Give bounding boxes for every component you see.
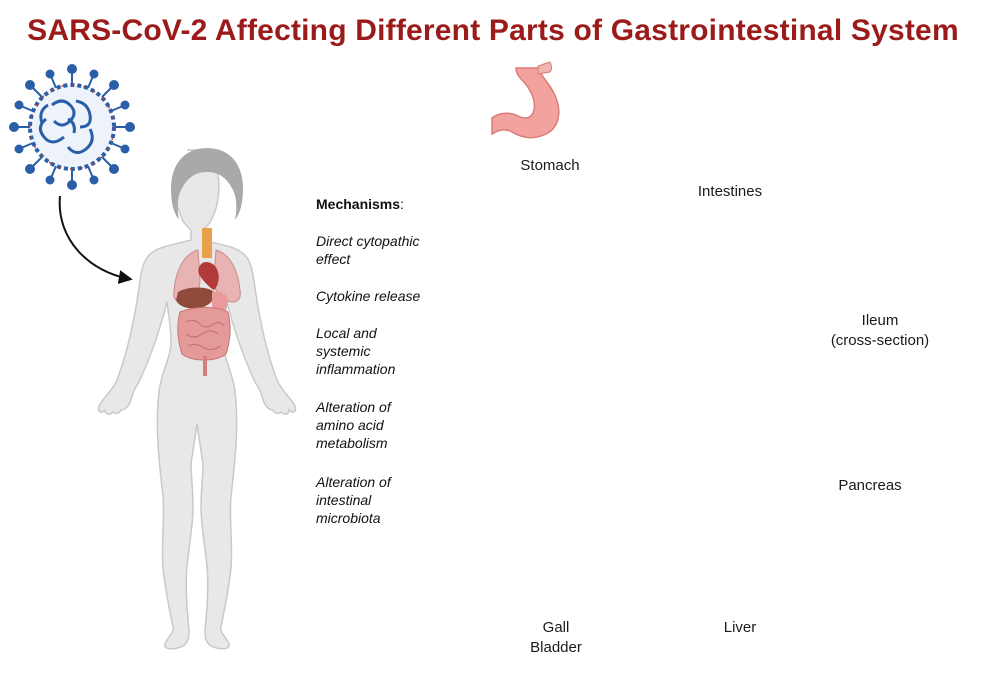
virus-to-body-arrow (58, 195, 133, 284)
human-body-icon (97, 148, 297, 650)
mechanism-item: Alteration of amino acid metabolism (316, 399, 391, 451)
virus-icon (9, 64, 135, 190)
label-pancreas: Pancreas (838, 477, 902, 494)
stomach-icon (491, 61, 560, 139)
label-gall-bladder: Gall Bladder (530, 619, 582, 656)
label-ileum: Ileum (cross-section) (830, 312, 930, 349)
mechanism-item: Direct cytopathic effect (316, 233, 420, 267)
mechanism-item: Cytokine release (316, 288, 421, 304)
label-intestines: Intestines (697, 183, 763, 200)
diagram-title: SARS-CoV-2 Affecting Different Parts of … (27, 14, 959, 47)
mechanism-item: Local and systemic inflammation (316, 325, 396, 377)
label-stomach: Stomach (520, 157, 580, 174)
mechanisms-heading: Mechanisms: (316, 196, 404, 212)
label-liver: Liver (723, 619, 757, 636)
mechanism-item: Alteration of intestinal microbiota (316, 474, 391, 526)
